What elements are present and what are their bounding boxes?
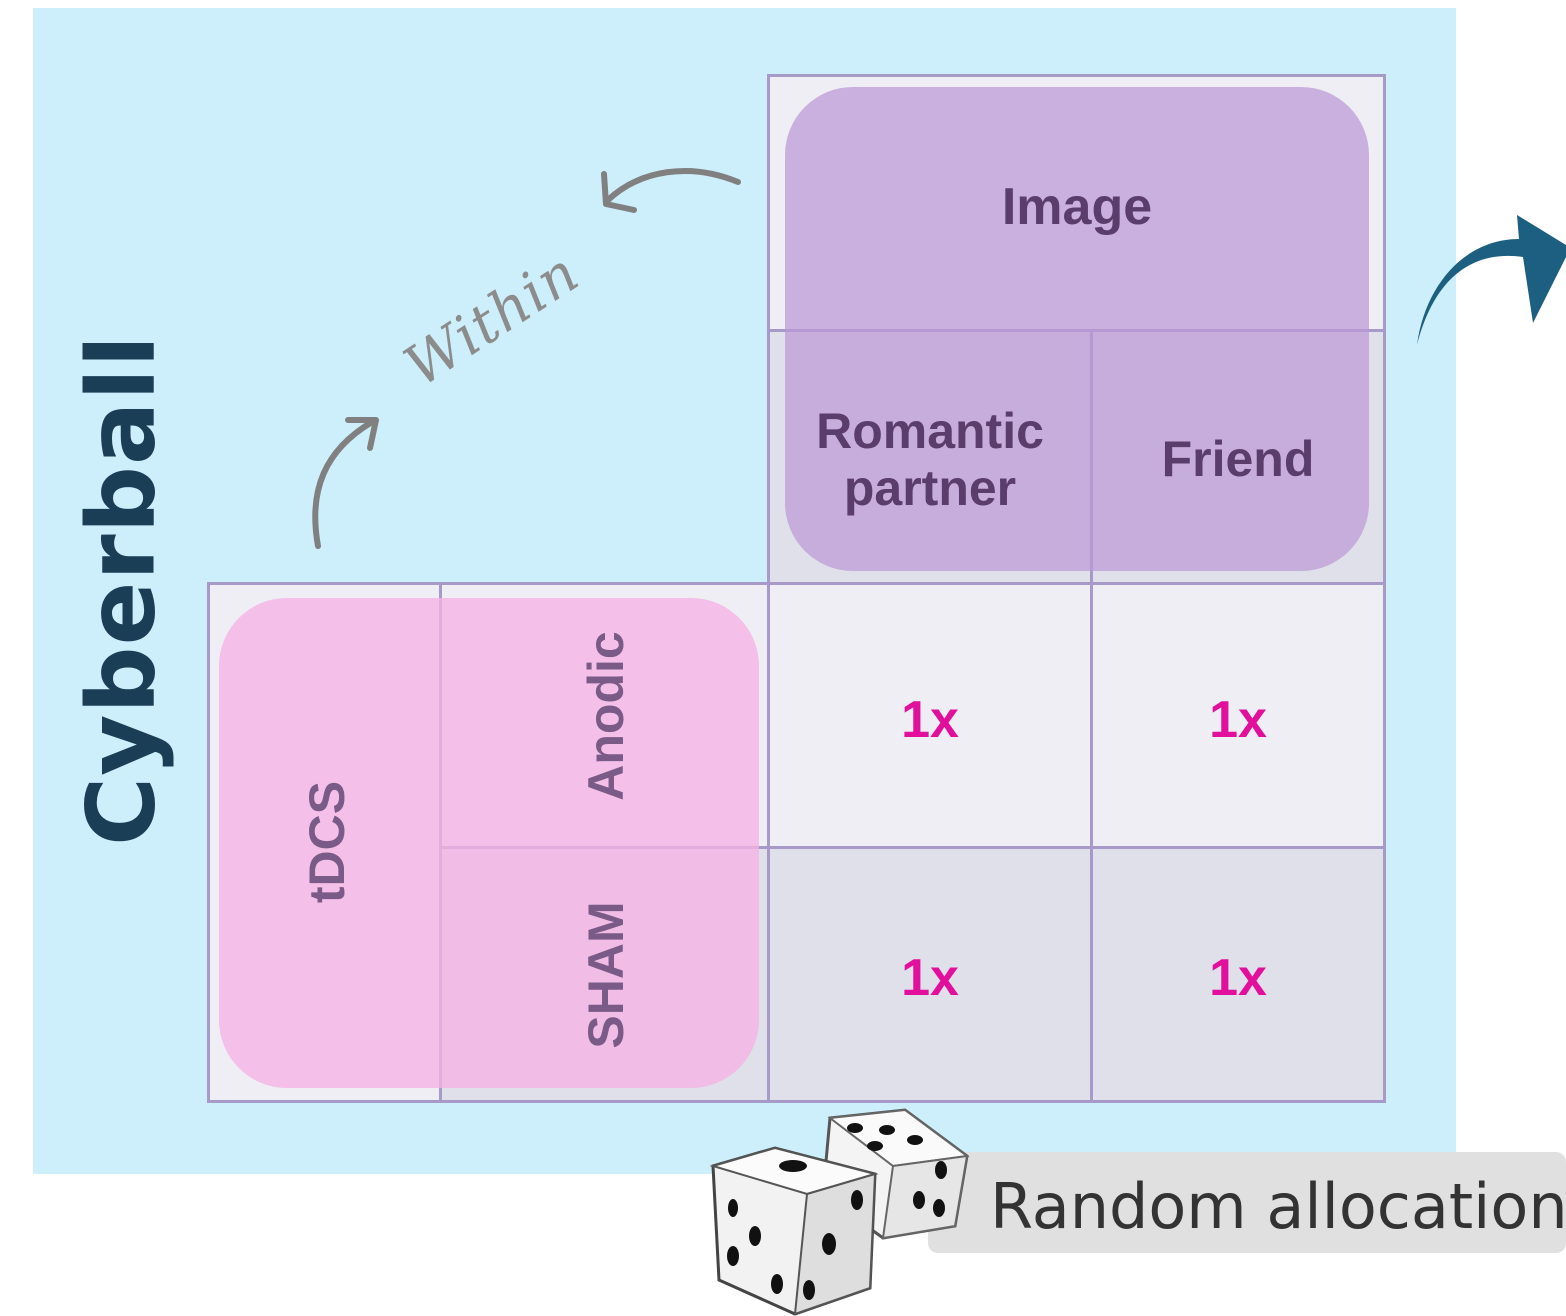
within-arrows (312, 168, 741, 549)
level-friend: Friend (1161, 431, 1315, 488)
image-factor-highlight (785, 87, 1369, 571)
tdcs-factor-text: tDCS (299, 780, 355, 904)
cell-anodic-friend (1090, 582, 1386, 849)
cell-mark: 1x (1209, 949, 1267, 1007)
cell-mark: 1x (901, 691, 959, 749)
allocation-box (928, 1152, 1566, 1253)
within-arrowhead-upper (601, 171, 637, 213)
allocation-label: Random allocation (990, 1169, 1566, 1243)
cell-sham-friend (1090, 846, 1386, 1103)
image-factor-label: Image (1001, 178, 1153, 237)
level-sham-text: SHAM (578, 901, 634, 1049)
curved-arrow-icon (1417, 215, 1566, 345)
within-arrow-lower (312, 419, 375, 549)
within-arrowhead-lower (345, 417, 379, 451)
within-arrow-upper (605, 168, 741, 203)
tdcs-factor-highlight (219, 598, 759, 1088)
dice-icon (709, 1108, 970, 1316)
front-die (709, 1146, 879, 1316)
cell-mark: 1x (901, 949, 959, 1007)
cell-mark: 1x (1209, 691, 1267, 749)
cell-sham-romantic (767, 846, 1093, 1103)
level-anodic-text: Anodic (578, 631, 634, 801)
panel-title-text: Cyberball (67, 334, 177, 846)
